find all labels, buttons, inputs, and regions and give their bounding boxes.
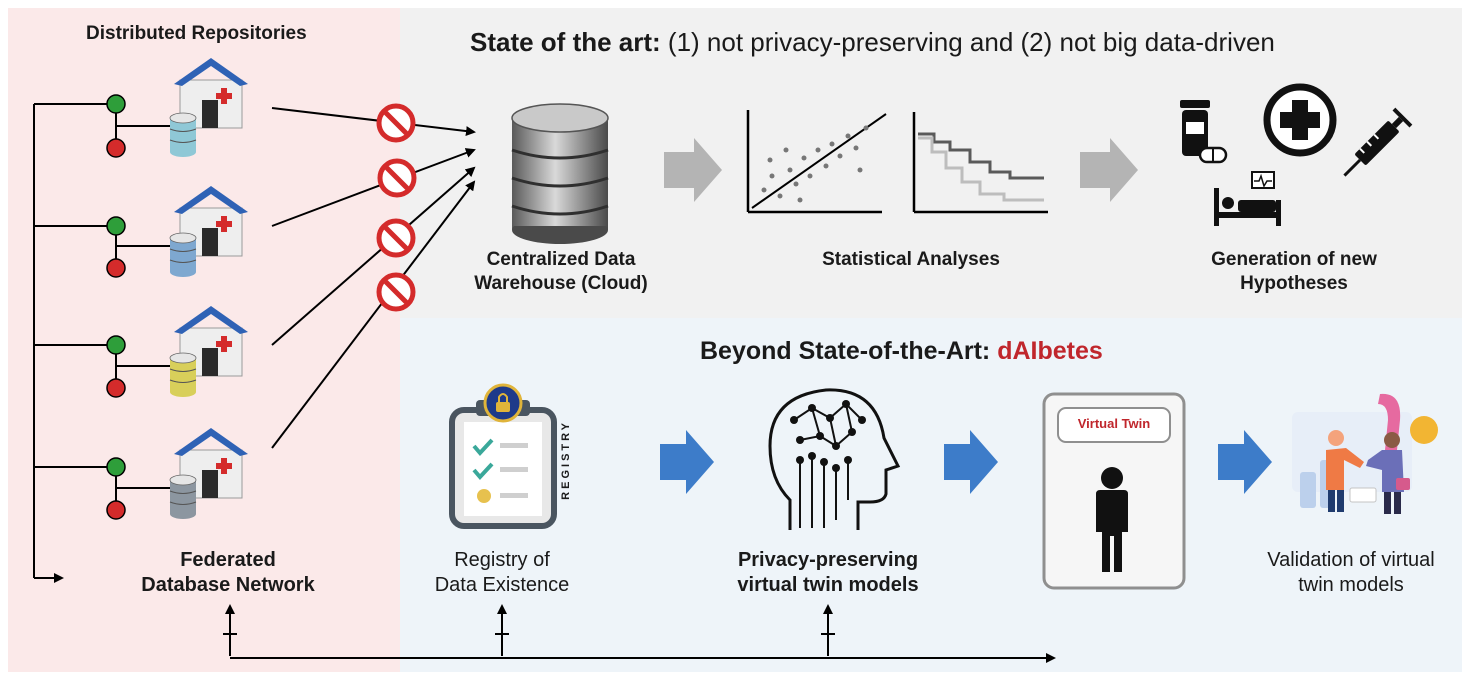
database-icon — [169, 352, 197, 398]
beyond-state-of-art-panel — [400, 318, 1462, 672]
privacy-models-line2: virtual twin models — [737, 574, 919, 596]
state-of-art-title-rest: (1) not privacy-preserving and (2) not b… — [660, 27, 1275, 57]
medical-cross-icon — [1263, 83, 1337, 157]
blue-arrow-icon — [1218, 430, 1272, 494]
registry-vertical-label: REGISTRY — [560, 420, 572, 500]
green-node — [106, 335, 126, 355]
registry-label: Registry of Data Existence — [412, 548, 592, 598]
privacy-models-label: Privacy-preserving virtual twin models — [706, 548, 950, 598]
blue-arrow-icon — [944, 430, 998, 494]
person-icon — [1096, 467, 1128, 572]
red-node — [106, 378, 126, 398]
green-node — [106, 94, 126, 114]
repository-4 — [106, 427, 249, 520]
dAIbetes-title: dAIbetes — [997, 337, 1103, 365]
red-node — [106, 500, 126, 520]
database-icon — [169, 474, 197, 520]
virtual-twin-badge: Virtual Twin — [1077, 416, 1151, 431]
blocked-icon — [379, 106, 413, 140]
survival-curve-icon — [912, 112, 1048, 214]
bottom-connector — [223, 604, 1056, 663]
centralization-arrows — [271, 107, 476, 449]
registry-label-line1: Registry of — [454, 549, 550, 571]
warehouse-database-icon — [511, 103, 609, 244]
gray-arrow-icon — [664, 138, 722, 202]
validation-line1: Validation of virtual — [1267, 549, 1435, 571]
green-node — [106, 216, 126, 236]
pill-bottle-icon — [1180, 100, 1228, 164]
repository-3 — [106, 305, 249, 398]
database-icon — [169, 232, 197, 278]
warehouse-label-line1: Centralized Data — [486, 249, 636, 270]
federated-label-line1: Federated — [180, 549, 276, 571]
beyond-state-of-art-title: Beyond State-of-the-Art: dAIbetes — [700, 336, 1103, 367]
red-node — [106, 138, 126, 158]
blocked-icon — [379, 275, 413, 309]
handshake-icon — [1292, 393, 1438, 514]
federated-network-label: Federated Database Network — [108, 548, 348, 598]
privacy-models-line1: Privacy-preserving — [737, 549, 919, 571]
scatter-plot-icon — [746, 110, 887, 214]
red-node — [106, 258, 126, 278]
repository-1 — [106, 57, 249, 158]
distributed-repositories-title: Distributed Repositories — [86, 23, 307, 44]
warehouse-label-line2: Warehouse (Cloud) — [474, 272, 648, 294]
hypotheses-label-line2: Hypotheses — [1240, 272, 1348, 294]
blue-arrow-icon — [660, 430, 714, 494]
hypotheses-label-line1: Generation of new — [1211, 249, 1377, 270]
federated-network-lines — [33, 103, 116, 583]
hospital-bed-icon — [1214, 171, 1281, 226]
database-icon — [169, 112, 197, 158]
blocked-icon — [380, 161, 414, 195]
blocked-icon — [379, 221, 413, 255]
ai-head-icon — [768, 388, 901, 530]
gray-arrow-icon — [1080, 138, 1138, 202]
clipboard-icon — [449, 383, 557, 529]
syringe-icon — [1343, 107, 1413, 177]
registry-label-line2: Data Existence — [434, 574, 570, 596]
validation-line2: twin models — [1298, 574, 1404, 596]
warehouse-label: Centralized Data Warehouse (Cloud) — [466, 248, 656, 296]
repository-2 — [106, 185, 249, 278]
beyond-title-prefix: Beyond State-of-the-Art: — [700, 337, 998, 365]
state-of-art-title: State of the art: (1) not privacy-preser… — [470, 26, 1275, 59]
hypotheses-label: Generation of new Hypotheses — [1184, 248, 1404, 296]
state-of-art-title-bold: State of the art: — [470, 27, 661, 57]
statistical-analyses-label: Statistical Analyses — [822, 249, 1000, 270]
validation-label: Validation of virtual twin models — [1236, 548, 1466, 598]
federated-label-line2: Database Network — [141, 574, 315, 596]
green-node — [106, 457, 126, 477]
